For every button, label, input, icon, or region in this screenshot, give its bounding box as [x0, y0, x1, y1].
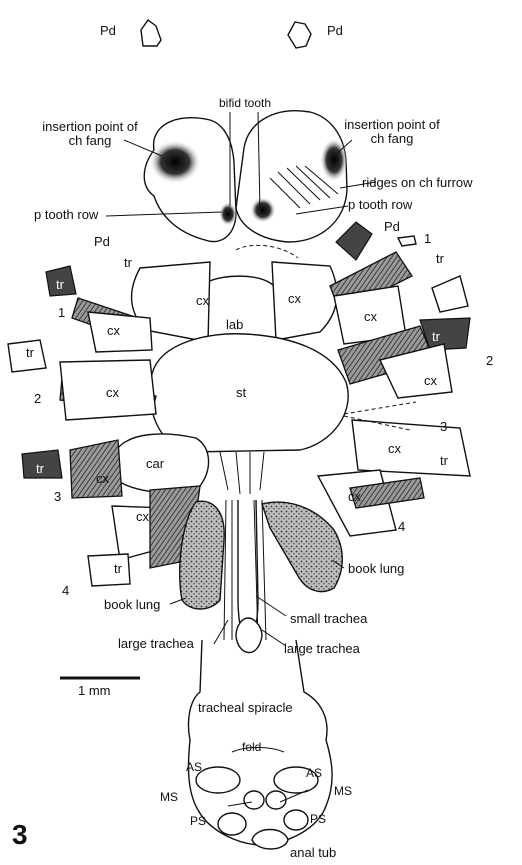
label-cx-10: cx	[136, 510, 149, 524]
spiracle-bulb	[236, 618, 262, 653]
label-tr-7: tr	[36, 462, 44, 476]
label-tr-1: tr	[124, 256, 132, 270]
label-pd-right: Pd	[384, 220, 400, 234]
sternum	[150, 334, 348, 452]
label-cx-4: cx	[107, 324, 120, 338]
coxa-center-right	[272, 262, 337, 340]
label-p-tooth-row-right: p tooth row	[348, 198, 412, 212]
label-cx-6: cx	[106, 386, 119, 400]
label-cx-5: cx	[424, 374, 437, 388]
label-ridges: ridges on ch furrow	[362, 176, 473, 190]
label-anal-tub: anal tub	[290, 846, 336, 860]
pedipalp-fragment-top-left	[141, 20, 161, 46]
label-cx-2: cx	[288, 292, 301, 306]
label-ps-right: PS	[310, 812, 326, 826]
label-cx-1: cx	[196, 294, 209, 308]
label-tracheal-spiracle: tracheal spiracle	[198, 701, 293, 715]
label-1-right: 1	[424, 232, 431, 246]
leg-3-left	[70, 440, 122, 498]
tr-fragment-right-top	[398, 236, 416, 246]
label-tr-5: tr	[26, 346, 34, 360]
label-4-right: 4	[398, 520, 405, 534]
fang-insertion-left	[149, 140, 201, 184]
label-insertion-right: insertion point of ch fang	[344, 118, 439, 146]
label-2-right: 2	[486, 354, 493, 368]
label-1-left: 1	[58, 306, 65, 320]
label-cx-3: cx	[364, 310, 377, 324]
coxa-3-right	[352, 420, 470, 476]
trochanter-4-left	[88, 554, 130, 586]
tooth-spot-left	[219, 202, 237, 226]
label-ms-right: MS	[334, 784, 352, 798]
median-spinneret-right	[266, 791, 286, 809]
dashed-fold	[236, 245, 298, 258]
pd-fragment-right	[336, 222, 372, 260]
label-ps-left: PS	[190, 814, 206, 828]
figure-number: 3	[12, 820, 28, 850]
label-book-lung-left: book lung	[104, 598, 160, 612]
label-3-right: 3	[440, 420, 447, 434]
label-fold: fold	[242, 740, 261, 754]
label-tr-3: tr	[56, 278, 64, 292]
label-as-left: AS	[186, 760, 202, 774]
pedipalp-fragment-top-right	[288, 22, 311, 48]
label-large-trachea-left: large trachea	[118, 637, 194, 651]
label-cx-8: cx	[96, 472, 109, 486]
label-book-lung-right: book lung	[348, 562, 404, 576]
median-spinneret-left	[244, 791, 264, 809]
label-pd-left: Pd	[94, 235, 110, 249]
label-as-right: AS	[306, 766, 322, 780]
fragment-right-top	[432, 276, 468, 312]
label-tr-8: tr	[114, 562, 122, 576]
label-pd-top-right: Pd	[327, 24, 343, 38]
label-insertion-left: insertion point of ch fang	[42, 120, 137, 148]
large-trachea-left-tube	[224, 500, 232, 640]
anal-tubercle	[252, 830, 288, 850]
label-cx-9: cx	[348, 490, 361, 504]
coxa-1-left	[88, 312, 152, 352]
anterior-spinneret-left	[196, 767, 240, 793]
label-3-left: 3	[54, 490, 61, 504]
labium	[206, 276, 276, 342]
label-small-trachea: small trachea	[290, 612, 367, 626]
label-tr-2: tr	[436, 252, 444, 266]
label-large-trachea-right: large trachea	[284, 642, 360, 656]
label-cx-7: cx	[388, 442, 401, 456]
label-2-left: 2	[34, 392, 41, 406]
posterior-spinneret-right	[284, 810, 308, 830]
label-pd-top-left: Pd	[100, 24, 116, 38]
label-ms-left: MS	[160, 790, 178, 804]
label-st: st	[236, 386, 246, 400]
label-car: car	[146, 457, 164, 471]
label-p-tooth-row-left: p tooth row	[34, 208, 98, 222]
label-tr-6: tr	[440, 454, 448, 468]
label-scale: 1 mm	[78, 684, 111, 698]
label-bifid-tooth: bifid tooth	[219, 96, 271, 110]
bifid-tooth-spot	[250, 197, 276, 223]
label-lab: lab	[226, 318, 243, 332]
label-tr-4: tr	[432, 330, 440, 344]
posterior-spinneret-left	[218, 813, 246, 835]
label-4-left: 4	[62, 584, 69, 598]
median-coxal-lines	[220, 452, 264, 494]
book-lung-right	[262, 502, 342, 591]
